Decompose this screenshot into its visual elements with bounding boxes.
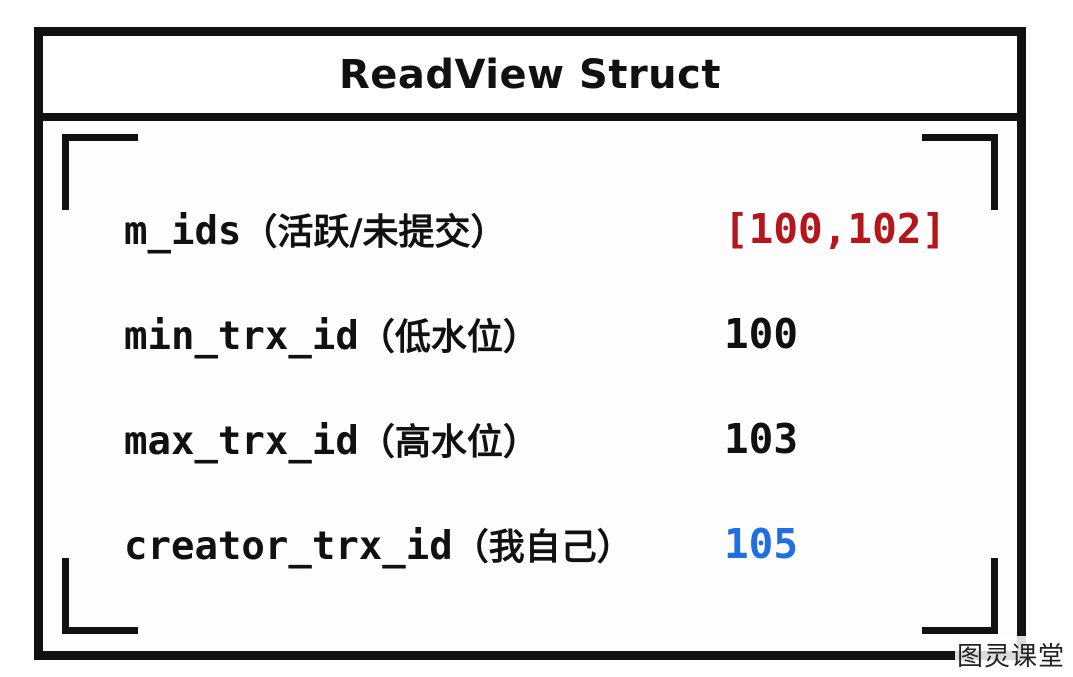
field-note: （我自己） xyxy=(452,527,633,568)
field-value: 105 xyxy=(724,520,799,568)
field-name: max_trx_id xyxy=(124,419,359,464)
title-bar: ReadView Struct xyxy=(43,36,1017,121)
field-row-min-trx-id: min_trx_id（低水位） 100 xyxy=(124,306,977,362)
corner-bracket-top-left xyxy=(62,134,138,210)
field-row-m-ids: m_ids（活跃/未提交） [100,102] xyxy=(124,201,977,257)
field-note: （高水位） xyxy=(358,422,539,463)
field-label: min_trx_id（低水位） xyxy=(124,308,724,360)
field-name: min_trx_id xyxy=(124,314,359,359)
watermark: 图灵课堂 xyxy=(954,636,1067,673)
corner-bracket-bottom-left xyxy=(62,558,138,634)
readview-struct-box: ReadView Struct m_ids（活跃/未提交） [100,102] … xyxy=(34,27,1026,660)
struct-title: ReadView Struct xyxy=(339,51,721,98)
field-name: creator_trx_id xyxy=(124,524,453,569)
field-label: creator_trx_id（我自己） xyxy=(124,518,724,570)
corner-bracket-bottom-right xyxy=(922,558,998,634)
field-value: [100,102] xyxy=(724,205,947,253)
field-value: 100 xyxy=(724,310,799,358)
field-name: m_ids xyxy=(124,209,242,254)
corner-bracket-top-right xyxy=(922,134,998,210)
field-row-creator-trx-id: creator_trx_id（我自己） 105 xyxy=(124,516,977,572)
field-note: （活跃/未提交） xyxy=(241,212,507,253)
field-value: 103 xyxy=(724,415,799,463)
field-row-max-trx-id: max_trx_id（高水位） 103 xyxy=(124,411,977,467)
field-note: （低水位） xyxy=(358,317,539,358)
field-label: m_ids（活跃/未提交） xyxy=(124,203,724,255)
field-label: max_trx_id（高水位） xyxy=(124,413,724,465)
